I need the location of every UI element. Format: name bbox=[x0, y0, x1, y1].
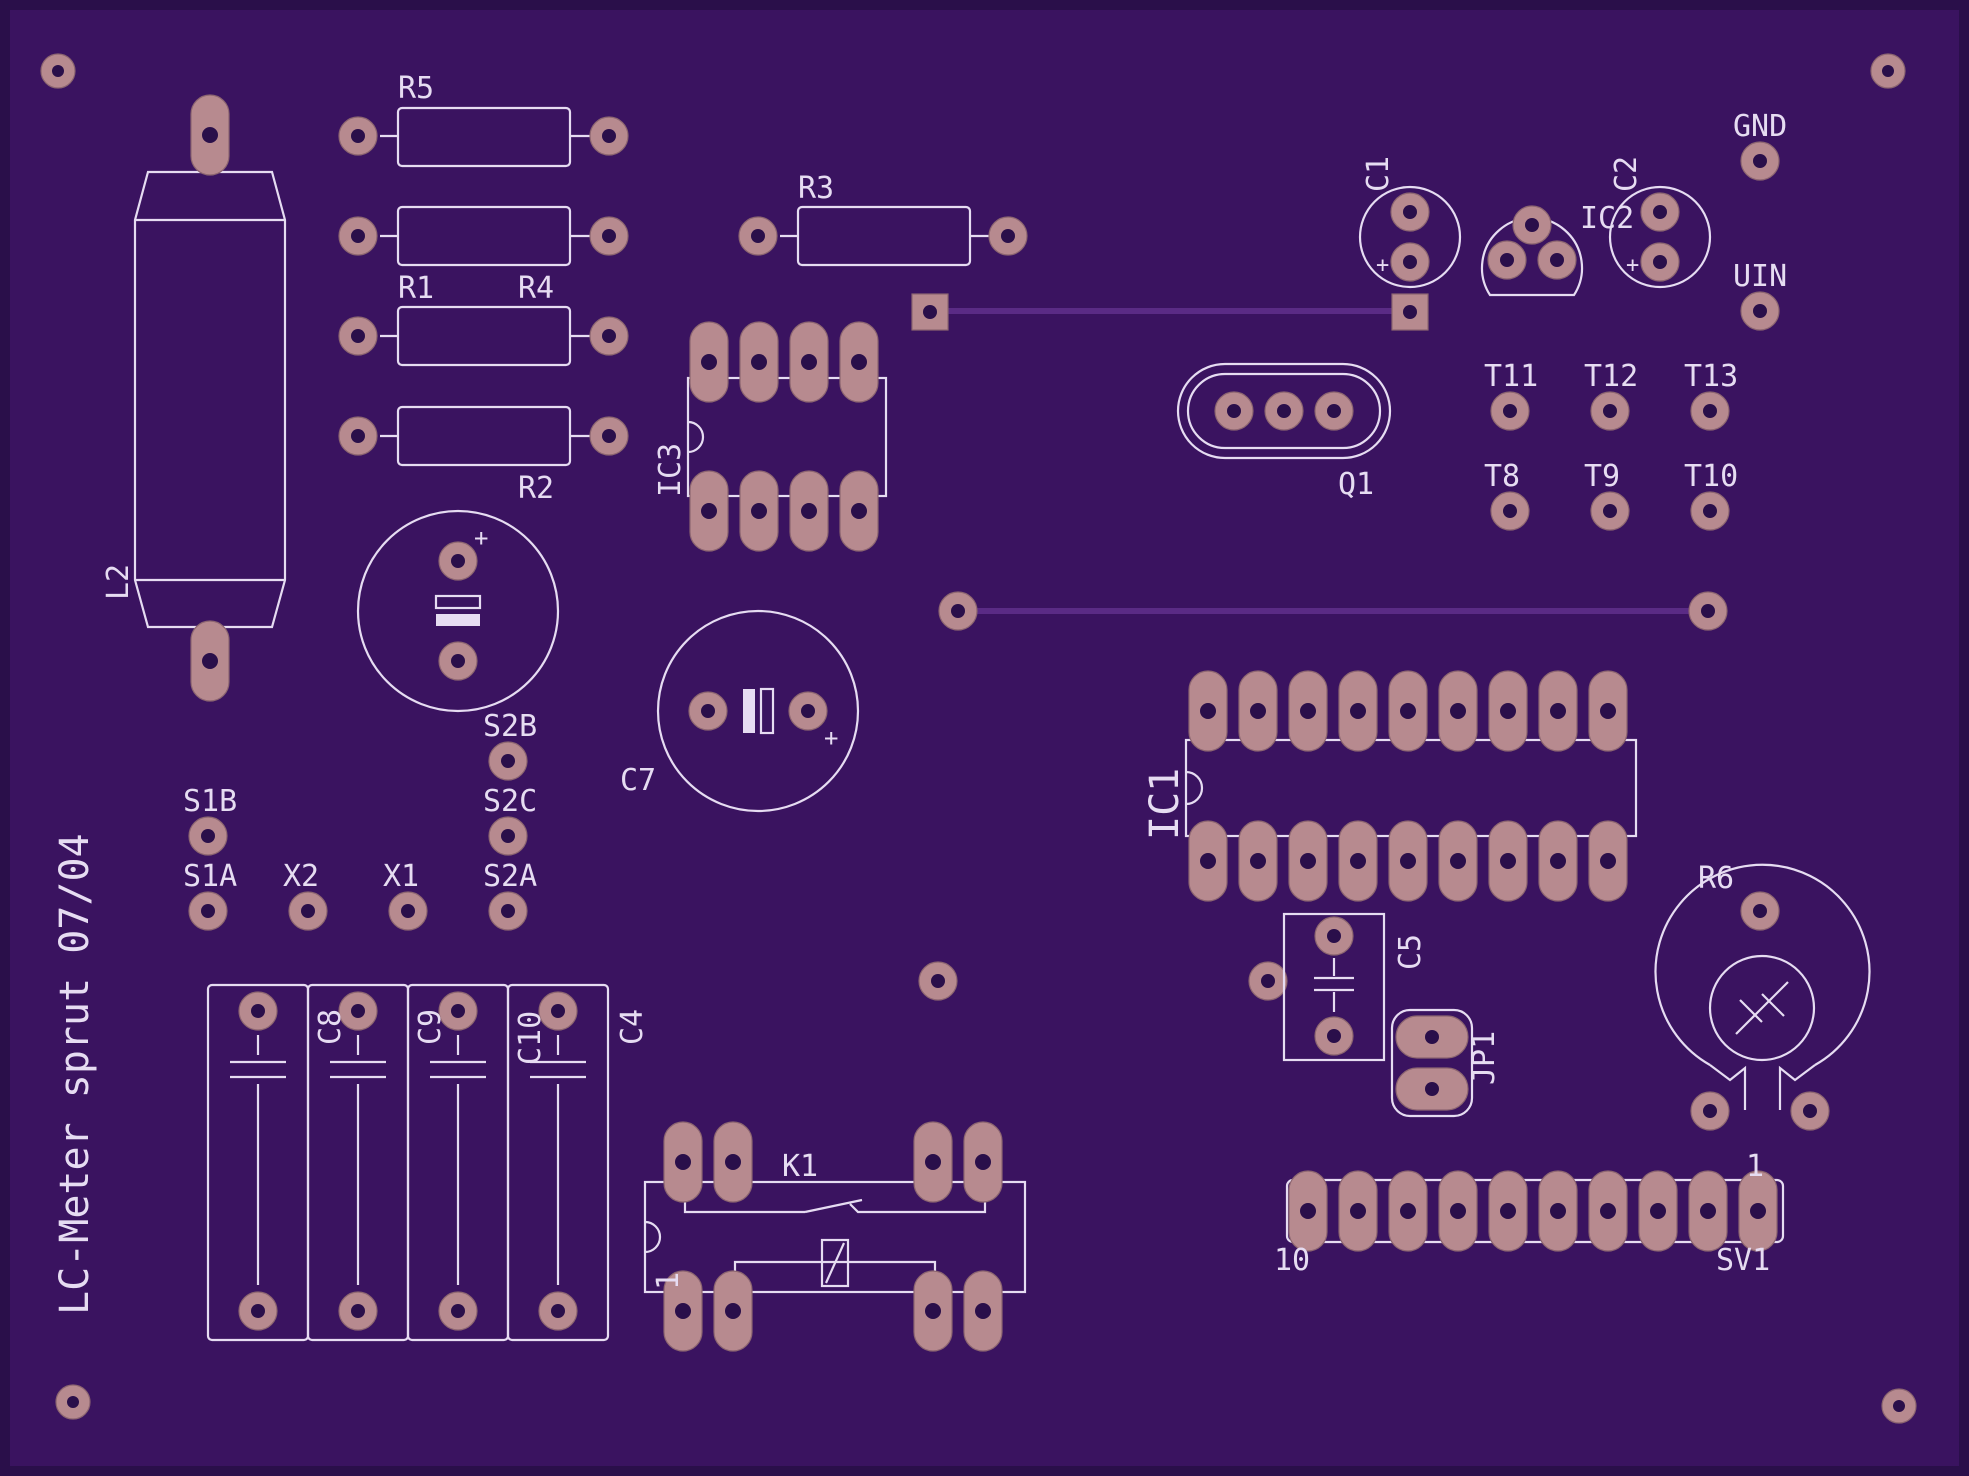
label-S2C: S2C bbox=[483, 784, 537, 819]
resistor-R5: R5 bbox=[338, 71, 629, 168]
label-T13: T13 bbox=[1684, 359, 1738, 394]
test-points: T11 T12 T13 T8 T9 T10 bbox=[1484, 359, 1738, 531]
label-C7-plus: + bbox=[824, 724, 838, 752]
board-title: LC-Meter sprut 07/04 bbox=[52, 833, 98, 1315]
inductor-L2: L2 bbox=[101, 94, 287, 702]
label-C10: C10 bbox=[513, 1011, 548, 1065]
trimmer-R6: R6 bbox=[1654, 861, 1871, 1131]
label-R2: R2 bbox=[518, 471, 554, 506]
label-IC2: IC2 bbox=[1580, 201, 1634, 236]
label-K1: K1 bbox=[782, 1149, 818, 1184]
label-IC1: IC1 bbox=[1142, 768, 1188, 840]
label-K1-pin1: 1 bbox=[651, 1272, 686, 1290]
label-C1-plus: + bbox=[1376, 253, 1389, 278]
label-C5: C5 bbox=[1393, 934, 1428, 970]
label-C2: C2 bbox=[1609, 156, 1644, 192]
label-L2: L2 bbox=[101, 564, 136, 600]
ic-IC3: IC3 bbox=[653, 321, 888, 552]
label-C2-plus: + bbox=[1626, 253, 1639, 278]
terminal-GND: GND bbox=[1733, 109, 1787, 181]
label-S2A: S2A bbox=[483, 859, 537, 894]
label-S1A: S1A bbox=[183, 859, 237, 894]
capacitor-C5: C5 bbox=[1282, 912, 1428, 1062]
resistor-R3: R3 bbox=[738, 171, 1028, 267]
label-SV1-pin1: 1 bbox=[1746, 1149, 1764, 1184]
label-SV1-pin10: 10 bbox=[1274, 1243, 1310, 1278]
label-X1: X1 bbox=[383, 859, 419, 894]
capacitor-electrolytic: + bbox=[356, 509, 560, 713]
label-SV1: SV1 bbox=[1716, 1243, 1770, 1278]
label-T9: T9 bbox=[1584, 459, 1620, 494]
label-IC3: IC3 bbox=[653, 443, 688, 497]
capacitor-C1: + C1 bbox=[1358, 156, 1462, 289]
regulator-IC2: IC2 bbox=[1480, 201, 1634, 297]
label-S1B: S1B bbox=[183, 784, 237, 819]
relay-K1: K1 1 bbox=[643, 1121, 1027, 1352]
capacitor-C10: C10 bbox=[506, 983, 610, 1342]
label-T10: T10 bbox=[1684, 459, 1738, 494]
label-GND: GND bbox=[1733, 109, 1787, 144]
label-R1: R1 bbox=[398, 271, 434, 306]
capacitor-C9: C9 bbox=[406, 983, 510, 1342]
square-pads bbox=[911, 293, 1429, 331]
label-R6: R6 bbox=[1698, 861, 1734, 896]
switch-pads: S1B S1A X2 X1 S2B S2C S2A bbox=[183, 709, 537, 931]
resistor-R2: R2 bbox=[338, 405, 629, 506]
crystal-Q1: Q1 bbox=[1176, 362, 1392, 502]
header-SV1: SV1 1 10 bbox=[1274, 1149, 1785, 1278]
label-Q1: Q1 bbox=[1338, 467, 1374, 502]
label-R5: R5 bbox=[398, 71, 434, 106]
label-S2B: S2B bbox=[483, 709, 537, 744]
mounting-holes bbox=[40, 53, 1917, 1424]
label-UIN: UIN bbox=[1733, 259, 1787, 294]
label-R4: R4 bbox=[518, 271, 554, 306]
terminal-UIN: UIN bbox=[1733, 259, 1787, 331]
label-T12: T12 bbox=[1584, 359, 1638, 394]
label-C9: C9 bbox=[413, 1009, 448, 1045]
resistor-R4: R4 bbox=[338, 205, 629, 306]
capacitor-C2: + C2 bbox=[1608, 156, 1712, 289]
label-R3: R3 bbox=[798, 171, 834, 206]
label-X2: X2 bbox=[283, 859, 319, 894]
label-T8: T8 bbox=[1484, 459, 1520, 494]
label-JP1: JP1 bbox=[1467, 1031, 1502, 1085]
label-T11: T11 bbox=[1484, 359, 1538, 394]
board-outline bbox=[6, 6, 1963, 1470]
resistor-R1: R1 bbox=[338, 271, 629, 367]
label-C8: C8 bbox=[313, 1009, 348, 1045]
label-C1: C1 bbox=[1361, 156, 1396, 192]
capacitor-bank: C8 C9 C10 C4 bbox=[206, 983, 650, 1342]
ic-IC1: IC1 bbox=[1142, 670, 1638, 902]
label-C7: C7 bbox=[620, 763, 656, 798]
label-C4: C4 bbox=[615, 1009, 650, 1045]
tracks bbox=[930, 308, 1708, 614]
label-cap-plus: + bbox=[474, 524, 488, 552]
capacitor-C7: + C7 bbox=[620, 609, 860, 813]
jumper-JP1: JP1 bbox=[1390, 1008, 1502, 1118]
